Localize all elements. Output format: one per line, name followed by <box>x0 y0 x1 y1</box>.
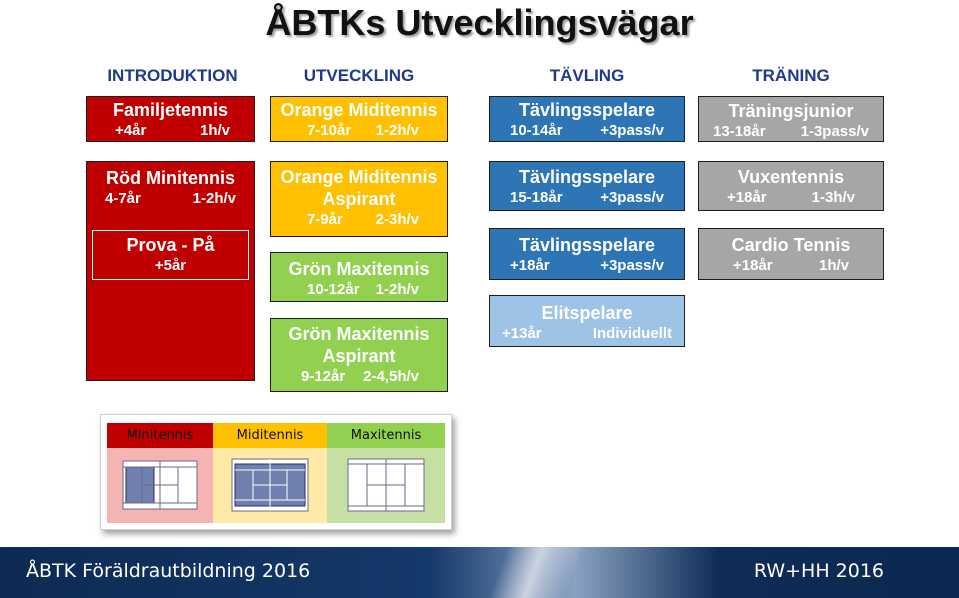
card-gron-maxitennis: Grön Maxitennis 10-12år 1-2h/v <box>270 252 448 302</box>
card-age: +18år <box>510 257 550 274</box>
card-frequency: 1h/v <box>818 257 849 274</box>
page-title: ÅBTKs Utvecklingsvägar <box>265 2 694 43</box>
card-title: Tävlingsspelare <box>518 235 656 255</box>
card-cardio-tennis: Cardio Tennis +18år 1h/v <box>698 228 884 280</box>
card-age: 10-14år <box>510 122 563 139</box>
legend-panel-minitennis <box>107 448 213 523</box>
card-age: 15-18år <box>510 189 563 206</box>
card-title: Grön Maxitennis <box>288 324 430 344</box>
legend-header-miditennis: Miditennis <box>213 423 327 448</box>
card-frequency: 1-3h/v <box>811 189 855 206</box>
card-frequency: +3pass/v <box>600 122 664 139</box>
card-title: Grön Maxitennis <box>288 259 430 279</box>
card-title: Elitspelare <box>541 303 633 323</box>
card-frequency: 1-2h/v <box>192 190 236 207</box>
column-header-tavling: TÄVLING <box>549 66 625 85</box>
maxitennis-court-icon <box>347 458 425 512</box>
card-age: +18år <box>733 257 773 274</box>
card-title: Vuxentennis <box>737 167 845 187</box>
card-age: 10-12år <box>307 281 360 298</box>
card-traningsjunior: Träningsjunior 13-18år 1-3pass/v <box>698 96 884 142</box>
card-age: 9-12år <box>301 368 346 385</box>
card-frequency: 2-4,5h/v <box>363 368 419 385</box>
card-frequency: Individuellt <box>592 325 672 342</box>
card-subtitle: Aspirant <box>322 189 396 209</box>
card-age: +5år <box>154 257 187 274</box>
card-frequency: 1-2h/v <box>375 122 419 139</box>
card-age: 13-18år <box>713 123 766 140</box>
legend-panel-maxitennis <box>327 448 445 523</box>
footer-right-text: RW+HH 2016 <box>753 560 884 582</box>
card-frequency: 1-2h/v <box>375 281 419 298</box>
card-frequency: 2-3h/v <box>375 211 419 228</box>
card-orange-miditennis-aspirant: Orange Miditennis Aspirant 7-9år 2-3h/v <box>270 161 448 237</box>
card-title: Träningsjunior <box>728 101 854 121</box>
column-header-introduktion: INTRODUKTION <box>107 66 238 85</box>
card-frequency: +3pass/v <box>600 257 664 274</box>
card-age: +13år <box>502 325 542 342</box>
card-age: +18år <box>727 189 767 206</box>
card-group-rod-minitennis: Röd Minitennis 4-7år 1-2h/v Prova - På +5… <box>86 161 255 381</box>
footer-bar <box>0 547 959 598</box>
card-age: 7-10år <box>307 122 352 139</box>
card-title: Tävlingsspelare <box>518 100 656 120</box>
card-gron-maxitennis-aspirant: Grön Maxitennis Aspirant 9-12år 2-4,5h/v <box>270 318 448 392</box>
legend-header-minitennis: Minitennis <box>107 423 213 448</box>
card-elitspelare: Elitspelare +13år Individuellt <box>489 295 685 347</box>
card-title: Orange Miditennis <box>280 167 438 187</box>
card-title: Orange Miditennis <box>280 100 438 120</box>
card-orange-miditennis: Orange Miditennis 7-10år 1-2h/v <box>270 96 448 142</box>
card-title: Tävlingsspelare <box>518 167 656 187</box>
card-tavlingsspelare-10-14: Tävlingsspelare 10-14år +3pass/v <box>489 96 685 142</box>
court-size-legend: Minitennis Miditennis Maxitennis <box>100 414 452 530</box>
card-subtitle: Aspirant <box>322 346 396 366</box>
minitennis-court-icon <box>122 460 198 510</box>
footer-left-text: ÅBTK Föräldrautbildning 2016 <box>26 560 311 582</box>
card-title: Röd Minitennis <box>106 168 235 188</box>
column-header-utveckling: UTVECKLING <box>303 66 415 85</box>
column-header-traning: TRÄNING <box>752 66 830 85</box>
card-vuxentennis: Vuxentennis +18år 1-3h/v <box>698 161 884 211</box>
card-frequency: 1h/v <box>199 122 230 139</box>
card-title: Prova - På <box>126 235 215 255</box>
card-age: 4-7år <box>105 190 141 207</box>
card-frequency: +3pass/v <box>600 189 664 206</box>
miditennis-court-icon <box>231 458 309 512</box>
card-tavlingsspelare-18: Tävlingsspelare +18år +3pass/v <box>489 228 685 280</box>
card-tavlingsspelare-15-18: Tävlingsspelare 15-18år +3pass/v <box>489 161 685 211</box>
card-prova-pa: Prova - På +5år <box>92 230 249 280</box>
card-frequency: 1-3pass/v <box>800 123 869 140</box>
card-familjetennis: Familjetennis +4år 1h/v <box>86 96 255 142</box>
card-title: Cardio Tennis <box>731 235 851 255</box>
legend-panel-miditennis <box>213 448 327 523</box>
legend-header-maxitennis: Maxitennis <box>327 423 445 448</box>
card-title: Familjetennis <box>112 100 229 120</box>
card-age: +4år <box>115 122 147 139</box>
card-age: 7-9år <box>307 211 343 228</box>
